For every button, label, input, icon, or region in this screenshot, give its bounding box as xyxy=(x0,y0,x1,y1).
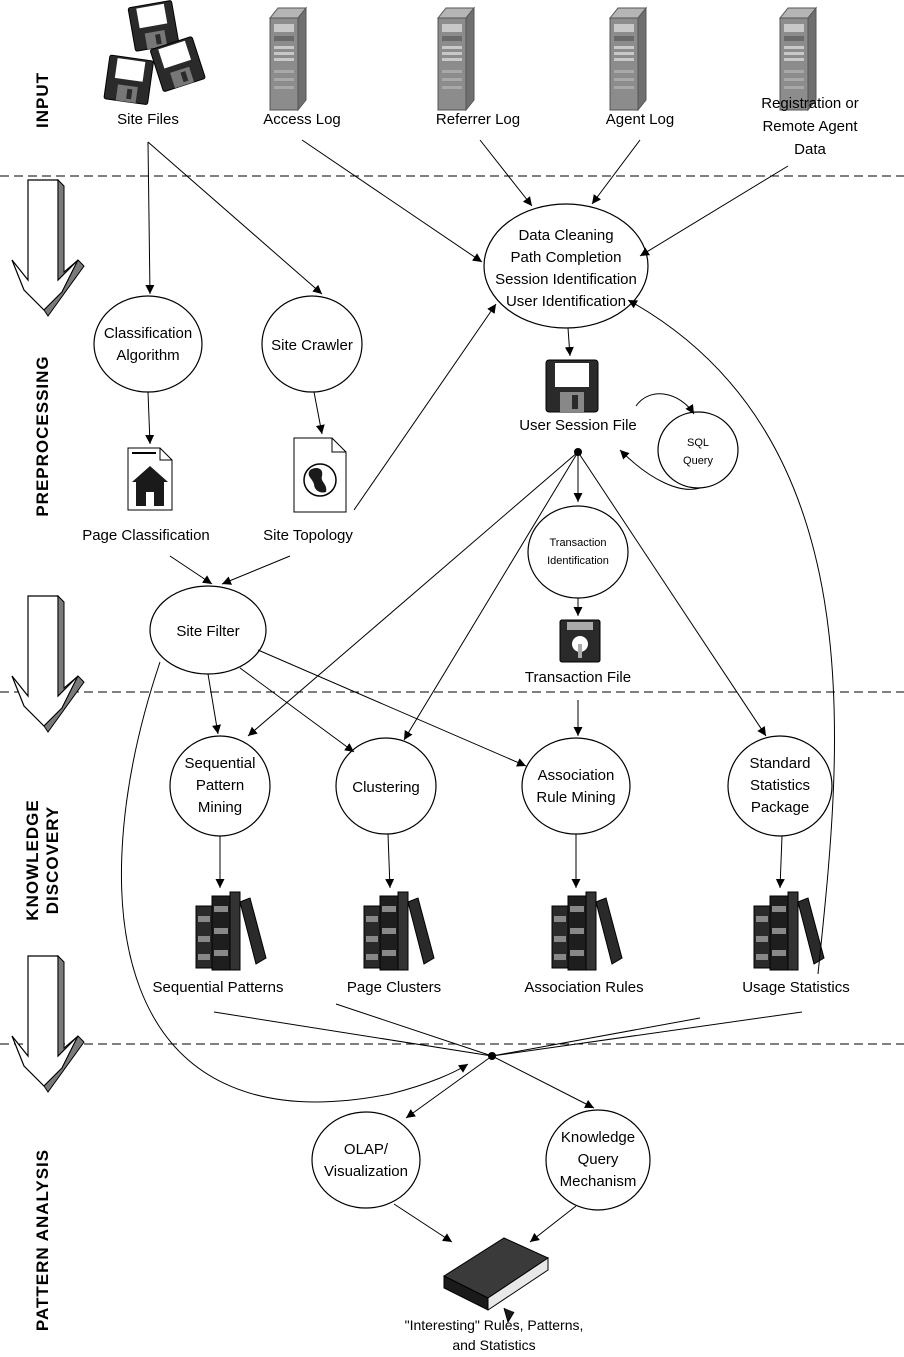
association-label-2: Rule Mining xyxy=(536,789,615,806)
session-hub-dot xyxy=(574,448,582,456)
transaction-label-2: Identification xyxy=(547,555,609,567)
site-topology-label: Site Topology xyxy=(263,527,353,544)
floppy-disk-icon xyxy=(559,619,601,663)
input-referrer-log: Referrer Log xyxy=(436,111,520,128)
sequential-label-3: Mining xyxy=(198,799,242,816)
classification-label-1: Classification xyxy=(104,325,192,342)
kqm-label-3: Mechanism xyxy=(560,1173,637,1190)
input-registration-line3: Data xyxy=(794,141,826,158)
user-session-file-label: User Session File xyxy=(519,417,637,434)
books-icon xyxy=(753,891,825,971)
server-tower-icon xyxy=(609,7,647,111)
clustering-node xyxy=(335,737,437,835)
classification-label-2: Algorithm xyxy=(116,347,179,364)
statistics-package-node xyxy=(727,735,833,837)
input-registration-line1: Registration or xyxy=(761,95,859,112)
statistics-label-2: Statistics xyxy=(750,777,810,794)
document-house-icon xyxy=(127,447,173,511)
phase-label-preprocessing: PREPROCESSING xyxy=(33,355,52,516)
cleaning-label-4: User Identification xyxy=(506,293,626,310)
site-crawler-node xyxy=(261,295,363,393)
kqm-node xyxy=(545,1109,651,1211)
cleaning-label-1: Data Cleaning xyxy=(518,227,613,244)
output-label-1: "Interesting" Rules, Patterns, xyxy=(405,1317,584,1333)
input-agent-log: Agent Log xyxy=(606,111,674,128)
sequential-label-1: Sequential xyxy=(185,755,256,772)
kqm-label-2: Query xyxy=(578,1151,619,1168)
clustering-label: Clustering xyxy=(352,779,420,796)
transaction-identification-node xyxy=(527,505,629,599)
phase-separators xyxy=(0,175,904,1045)
kqm-label-1: Knowledge xyxy=(561,1129,635,1146)
server-tower-icon xyxy=(437,7,475,111)
cleaning-label-2: Path Completion xyxy=(511,249,622,266)
input-site-files: Site Files xyxy=(117,111,179,128)
data-cleaning-node xyxy=(483,203,649,329)
page-clusters-label: Page Clusters xyxy=(347,979,441,996)
books-icon xyxy=(363,891,435,971)
document-globe-icon xyxy=(293,437,347,513)
server-tower-icon xyxy=(269,7,307,111)
cleaning-label-3: Session Identification xyxy=(495,271,637,288)
phase-label-knowledge: KNOWLEDGE xyxy=(23,799,42,920)
phase-arrow-icon xyxy=(11,955,85,1093)
phase-label-pattern-analysis: PATTERN ANALYSIS xyxy=(33,1149,52,1331)
analysis-hub-dot xyxy=(488,1052,496,1060)
olap-label-1: OLAP/ xyxy=(344,1141,389,1158)
transaction-file-label: Transaction File xyxy=(525,669,631,686)
books-icon xyxy=(551,891,623,971)
sequential-patterns-label: Sequential Patterns xyxy=(153,979,284,996)
output-label-2: and Statistics xyxy=(452,1337,535,1353)
phase-arrow-icon xyxy=(11,595,85,733)
input-access-log: Access Log xyxy=(263,111,341,128)
association-mining-node xyxy=(521,737,631,835)
phase-label-discovery: DISCOVERY xyxy=(43,806,62,915)
sql-label-1: SQL xyxy=(687,437,709,449)
page-classification-label: Page Classification xyxy=(82,527,210,544)
phase-arrow-icon xyxy=(11,179,85,317)
olap-label-2: Visualization xyxy=(324,1163,408,1180)
association-rules-label: Association Rules xyxy=(524,979,643,996)
classification-node xyxy=(93,295,203,393)
statistics-label-3: Package xyxy=(751,799,809,816)
site-crawler-label: Site Crawler xyxy=(271,337,353,354)
floppy-disks-icon xyxy=(103,0,206,106)
books-icon xyxy=(195,891,267,971)
closed-book-icon xyxy=(442,1237,550,1324)
transaction-label-1: Transaction xyxy=(549,537,606,549)
sql-label-2: Query xyxy=(683,455,713,467)
phase-label-input: INPUT xyxy=(33,72,52,128)
connectors xyxy=(120,139,835,1243)
input-registration-line2: Remote Agent xyxy=(762,118,858,135)
site-filter-label: Site Filter xyxy=(176,623,239,640)
usage-statistics-label: Usage Statistics xyxy=(742,979,850,996)
association-label-1: Association xyxy=(538,767,615,784)
statistics-label-1: Standard xyxy=(750,755,811,772)
olap-node xyxy=(311,1111,421,1209)
sql-query-node xyxy=(657,411,739,489)
sequential-label-2: Pattern xyxy=(196,777,244,794)
floppy-disk-icon xyxy=(545,359,599,413)
